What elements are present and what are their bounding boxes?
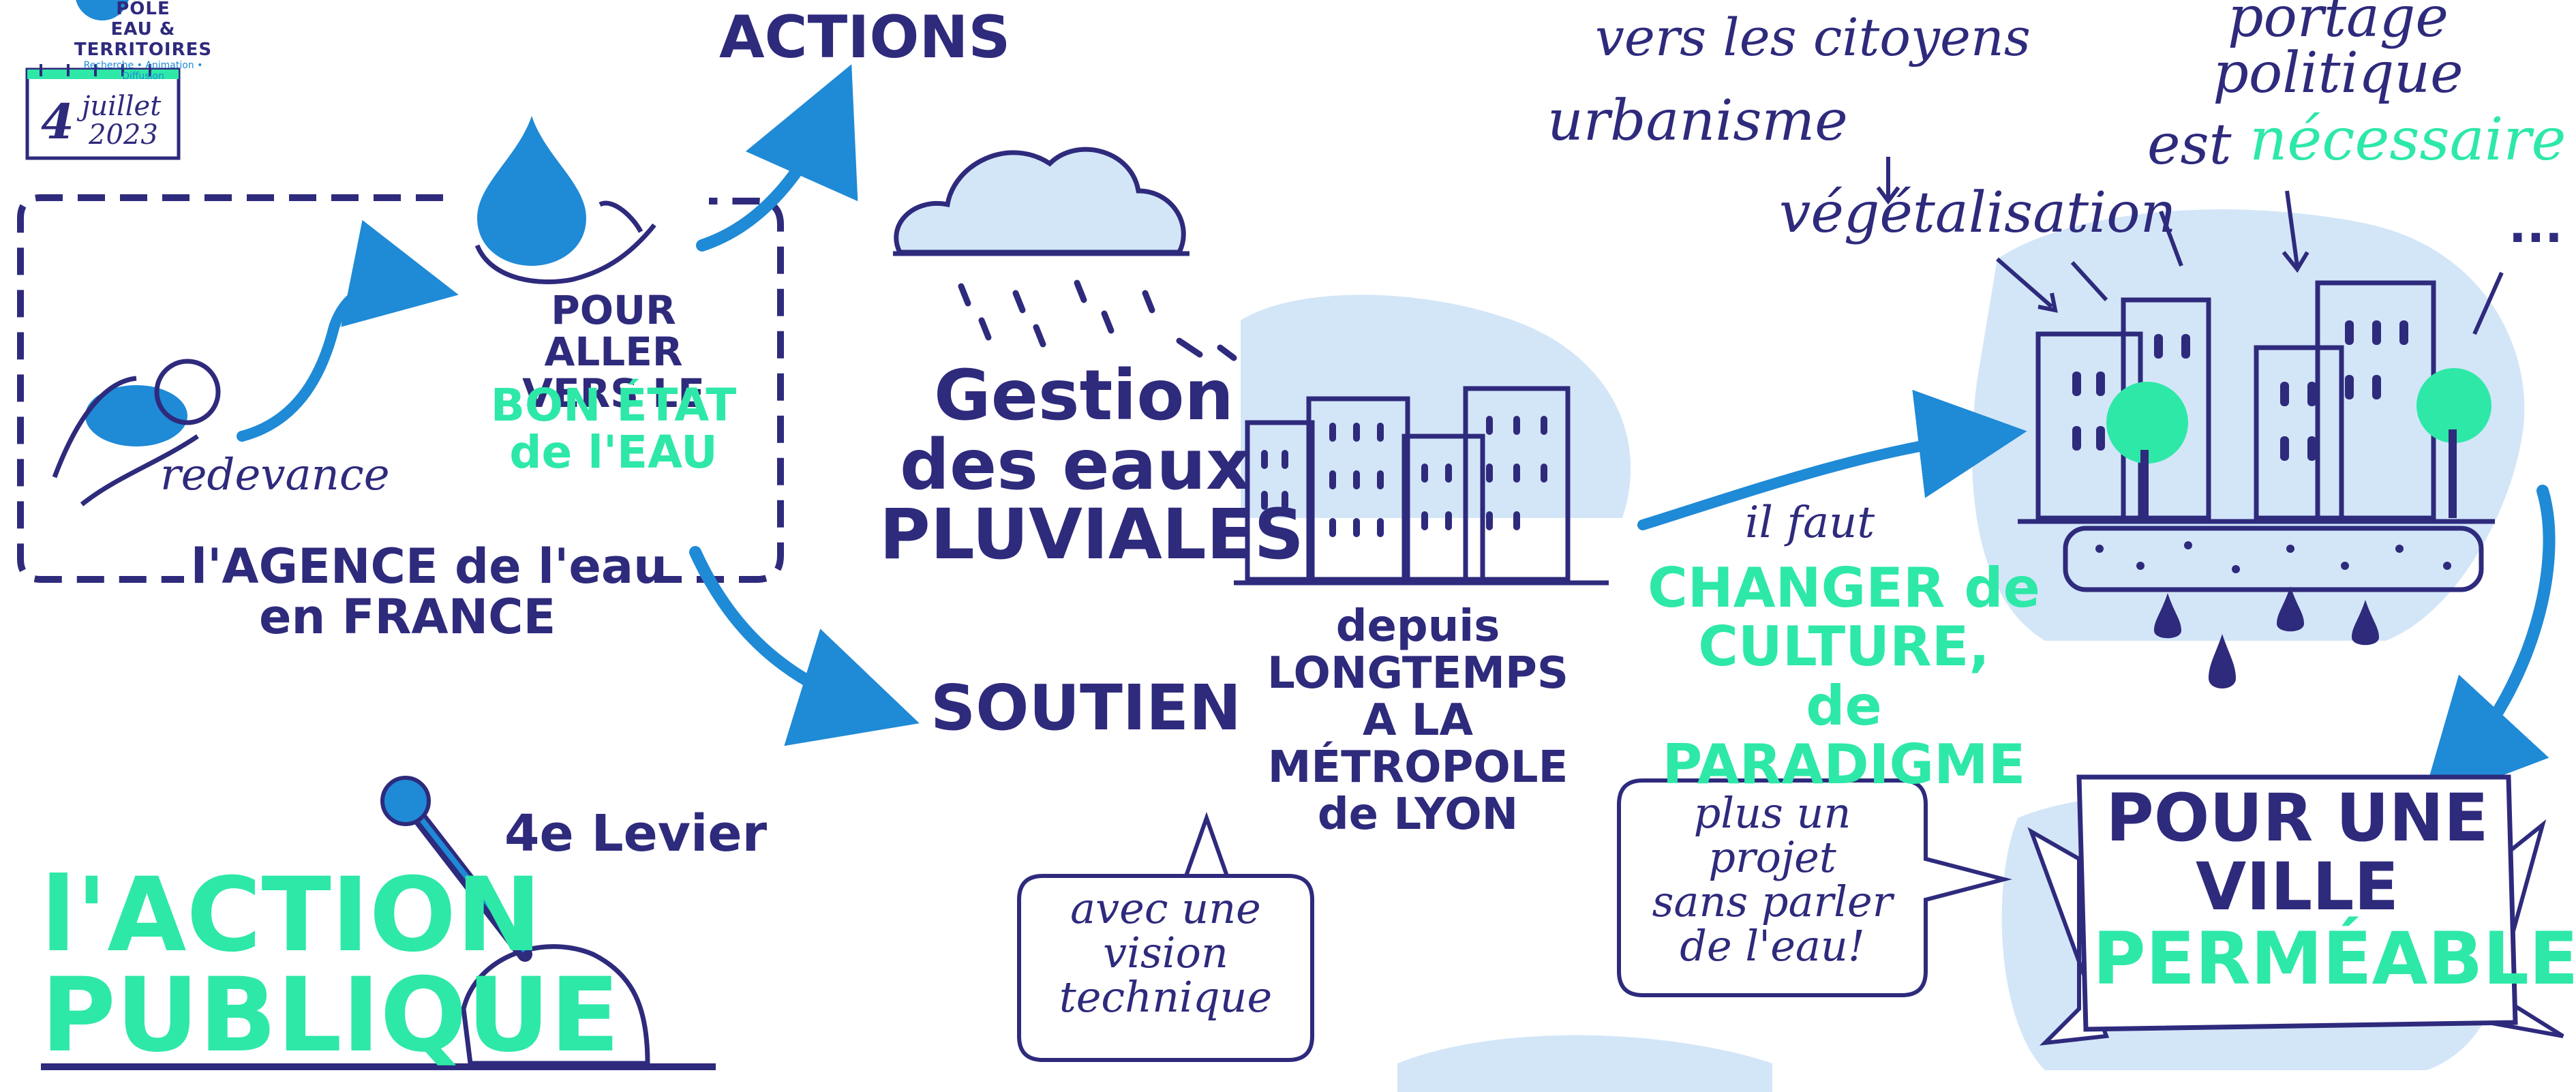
gestion-line1: Gestion xyxy=(934,355,1234,436)
il-faut-label: il faut xyxy=(1745,498,1875,548)
lever-icon xyxy=(41,776,716,1070)
bubble-eau-line3: sans parler xyxy=(1652,877,1893,927)
light-blob-bottom-center xyxy=(1397,1035,1772,1092)
cloud-icon xyxy=(893,147,1189,256)
arrow-redevance xyxy=(237,219,459,442)
arrow-ville xyxy=(2421,485,2556,806)
light-blob-city xyxy=(1241,294,1631,518)
logo: PÔLE EAU & TERRITOIRES Recherche • Anima… xyxy=(61,0,225,82)
bubble-eau-line1: plus un xyxy=(1693,788,1851,838)
banner-permeable: PERMÉABLE xyxy=(2093,917,2576,1001)
gestion-line3: PLUVIALES xyxy=(879,494,1304,575)
bubble-eau-outline xyxy=(1617,778,2012,997)
soutien-label: SOUTIEN xyxy=(930,671,1242,744)
depuis-line4: de LYON xyxy=(1317,789,1519,840)
banner-ribbon xyxy=(2027,774,2564,1046)
actions-label: ACTIONS xyxy=(719,3,1011,72)
bon-etat-line1: BON ÉTAT xyxy=(490,379,737,431)
portage-line1: portage xyxy=(2228,0,2449,50)
necessaire-label: nécessaire xyxy=(2249,106,2566,174)
action-publique-line1: l'ACTION xyxy=(41,856,542,975)
banner-line1: POUR UNE xyxy=(2106,780,2489,856)
rain-icon xyxy=(958,279,1237,361)
permeable-city-windows xyxy=(2072,320,2451,573)
bubble-technique: avec une vision technique xyxy=(1026,886,1305,1019)
ellipsis-label: ... xyxy=(2509,198,2563,254)
action-publique-title: l'ACTION PUBLIQUE xyxy=(41,856,620,1075)
bubble-technique-outline xyxy=(1017,811,1314,1062)
bubble-eau-line2: projet xyxy=(1708,832,1836,883)
logo-line1: PÔLE xyxy=(116,0,170,19)
bubble-eau-line4: de l'eau! xyxy=(1680,921,1865,971)
drip-icons xyxy=(2154,586,2379,688)
pour-aller-line1: POUR ALLER xyxy=(544,287,683,375)
bubble-technique-line1: avec une xyxy=(1070,883,1261,933)
logo-mark xyxy=(76,0,129,20)
hand-icon xyxy=(474,200,656,284)
date-day: 4 xyxy=(41,93,74,150)
portage-text: portage politique xyxy=(2209,0,2468,102)
vegetalisation-label: végétalisation xyxy=(1779,181,2177,245)
banner-line2: VILLE xyxy=(2196,848,2399,925)
bon-etat-line2: de l'EAU xyxy=(509,426,718,479)
date-year: 2023 xyxy=(89,119,158,151)
light-blob-right xyxy=(1972,209,2525,641)
navy-arrows xyxy=(1876,157,2504,335)
agence-frame xyxy=(17,194,443,583)
tree-icons xyxy=(2106,368,2491,518)
agence-caption-line1: l'AGENCE de l'eau xyxy=(191,539,667,594)
redevance-label: redevance xyxy=(160,450,390,500)
urbanisme-label: urbanisme xyxy=(1547,89,1848,153)
pour-aller-text: POUR ALLER VERS LE xyxy=(477,290,750,414)
depuis-line3: A LA MÉTROPOLE xyxy=(1267,695,1569,793)
banner-text: POUR UNE VILLE xyxy=(2093,784,2502,922)
date-calendar: 4 juillet 2023 xyxy=(41,85,170,153)
depuis-line1: depuis xyxy=(1335,601,1500,652)
depuis-line2: LONGTEMPS xyxy=(1267,648,1569,699)
arrow-changer xyxy=(1637,389,2027,530)
logo-line2: EAU & TERRITOIRES xyxy=(74,19,213,60)
action-publique-line2: PUBLIQUE xyxy=(41,956,620,1075)
arrow-actions xyxy=(696,64,858,252)
metropole-windows xyxy=(1261,416,1547,537)
bubble-technique-line2: vision xyxy=(1103,928,1228,978)
coin-hand-icon xyxy=(52,359,221,506)
depuis-text: depuis LONGTEMPS A LA MÉTROPOLE de LYON xyxy=(1227,603,1609,839)
changer-line2: CULTURE, xyxy=(1698,615,1990,679)
citoyens-label: vers les citoyens xyxy=(1595,7,2031,67)
bubble-eau: plus un projet sans parler de l'eau! xyxy=(1626,791,1919,968)
calendar-icon xyxy=(25,64,181,160)
metropole-buildings-icon xyxy=(1234,386,1609,586)
pour-aller-line2: VERS LE xyxy=(522,369,705,416)
agence-caption: l'AGENCE de l'eau en FRANCE xyxy=(191,539,668,645)
portage-line2: politique xyxy=(2213,41,2464,106)
gestion-line2: des eaux xyxy=(900,425,1251,506)
water-drop-icon xyxy=(477,116,586,266)
changer-text: CHANGER de CULTURE, de PARADIGME xyxy=(1633,556,2055,797)
est-label: est xyxy=(2147,112,2232,177)
changer-line3: de PARADIGME xyxy=(1662,673,2026,797)
levier-label: 4e Levier xyxy=(504,804,768,863)
agence-caption-line2: en FRANCE xyxy=(259,588,556,645)
logo-line3: Recherche • Animation • Diffusion xyxy=(83,60,203,82)
arrow-soutien xyxy=(689,546,920,746)
bon-etat-text: BON ÉTAT de l'EAU xyxy=(477,382,750,476)
changer-line1: CHANGER de xyxy=(1648,556,2040,620)
bubble-technique-line3: technique xyxy=(1059,972,1273,1022)
date-month: juillet xyxy=(82,91,162,122)
gestion-title: Gestion des eaux PLUVIALES xyxy=(879,355,1304,575)
